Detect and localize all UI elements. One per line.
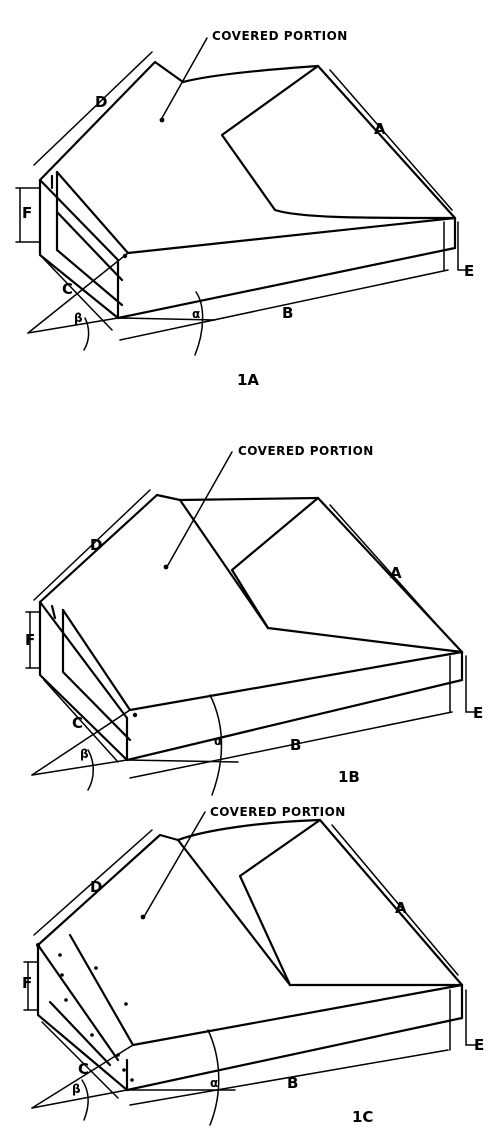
figure-1b-callout-text: COVERED PORTION xyxy=(238,444,374,458)
figure-1a-label-beta: β xyxy=(74,311,83,325)
figure-1a-dimensions xyxy=(15,51,467,356)
figure-1a: COVERED PORTION D A F E C B β α 1A xyxy=(15,29,474,389)
figure-1b-label-f: F xyxy=(25,631,35,649)
figure-1c-title: 1C xyxy=(352,1108,373,1126)
figure-1c-label-a: A xyxy=(395,899,407,917)
figure-1a-label-f: F xyxy=(22,204,32,222)
figure-1b-label-e: E xyxy=(473,704,483,722)
figure-1c-label-beta: β xyxy=(72,1082,81,1096)
figure-1a-label-c: C xyxy=(62,280,73,298)
figure-1a-label-alpha: α xyxy=(192,307,200,321)
figure-1c: COVERED PORTION D A F E C B β α 1C xyxy=(22,805,484,1126)
figure-1c-label-c: C xyxy=(78,1060,89,1078)
figure-1a-callout-text: COVERED PORTION xyxy=(212,29,348,43)
figure-1a-label-e: E xyxy=(464,262,474,280)
figure-1b-label-alpha: α xyxy=(214,734,222,748)
figure-1b-dimensions xyxy=(25,489,475,796)
figure-1b-label-d: D xyxy=(90,536,102,554)
figure-1b: COVERED PORTION D A F E C B β α 1B xyxy=(25,444,483,796)
figure-1b-callout-leader xyxy=(167,451,233,566)
figure-1a-label-d: D xyxy=(95,93,107,111)
figure-1c-rivet-dots xyxy=(36,943,134,1082)
figure-1a-title: 1A xyxy=(237,371,259,389)
figure-1a-label-a: A xyxy=(374,120,386,138)
figure-1b-label-beta: β xyxy=(80,747,89,761)
figure-1c-label-b: B xyxy=(287,1074,298,1092)
figure-1c-label-alpha: α xyxy=(210,1076,218,1090)
figure-1b-label-a: A xyxy=(390,564,402,582)
figure-1b-label-c: C xyxy=(72,714,83,732)
figure-1a-outline xyxy=(38,60,457,320)
figure-1c-outline xyxy=(36,818,464,1092)
figure-1c-callout-text: COVERED PORTION xyxy=(210,805,346,819)
figure-1b-label-b: B xyxy=(290,736,301,754)
figure-1c-callout-leader xyxy=(144,811,206,916)
figure-1c-label-d: D xyxy=(90,878,102,896)
figure-1c-label-e: E xyxy=(474,1036,484,1054)
figure-1c-label-f: F xyxy=(22,974,32,992)
figure-1a-label-b: B xyxy=(282,304,293,322)
figure-1c-dimensions xyxy=(23,824,477,1126)
figure-1a-callout-leader xyxy=(161,37,208,119)
figure-1b-title: 1B xyxy=(338,768,360,786)
